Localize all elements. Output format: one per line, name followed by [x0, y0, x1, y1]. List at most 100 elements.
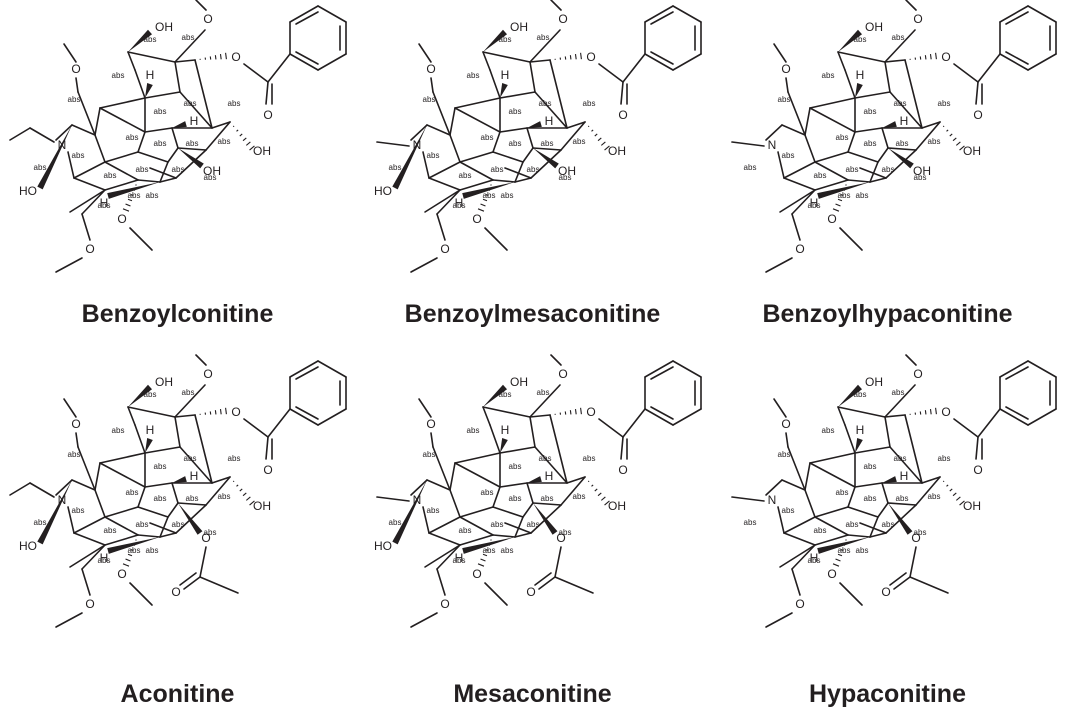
bond [839, 227, 863, 251]
stereo-descriptor: abs [856, 546, 869, 555]
wedge-bond [855, 82, 863, 98]
bond [94, 489, 106, 518]
bond [149, 167, 177, 179]
stereo-descriptor: abs [72, 151, 85, 160]
stereo-descriptor: abs [228, 454, 241, 463]
bond [424, 544, 461, 568]
carbonyl-oxygen-label: O [618, 463, 627, 477]
bond [489, 69, 501, 99]
stereo-descriptor: abs [573, 137, 586, 146]
bond [137, 534, 161, 538]
methoxy-oxygen-label: O [795, 597, 804, 611]
bond [529, 59, 551, 63]
bond [179, 91, 213, 129]
bond [71, 479, 96, 491]
bond [1027, 53, 1057, 71]
stereo-descriptor: abs [856, 191, 869, 200]
bond [869, 161, 879, 183]
carbonyl-oxygen-label: O [618, 108, 627, 122]
wedge-bond [392, 125, 427, 190]
bond [791, 213, 801, 241]
bond [459, 506, 494, 518]
bond [289, 5, 319, 23]
stereo-descriptor: abs [838, 546, 851, 555]
acetate-oxygen-label: O [911, 531, 920, 545]
bond [837, 406, 886, 418]
compound-name: Benzoylconitine [81, 300, 274, 328]
hydroxyl-label: OH [608, 499, 626, 513]
stereo-descriptor: abs [814, 526, 827, 535]
bond [449, 462, 456, 491]
stereo-descriptor: abs [186, 494, 199, 503]
bond [104, 151, 139, 163]
bond [529, 29, 561, 63]
bond [55, 124, 73, 141]
wedge-bond [462, 182, 515, 199]
bond [791, 568, 801, 596]
bond [514, 516, 524, 538]
bond [492, 151, 524, 163]
bond [650, 11, 674, 25]
bond [265, 436, 269, 460]
bond [884, 384, 916, 418]
stereo-descriptor: abs [541, 139, 554, 148]
compound-5: NOHOOOOHOOOOHHHHOOabsabsabsabsabsabsabsa… [355, 354, 710, 710]
bond [482, 406, 491, 426]
stereo-descriptor: abs [182, 33, 195, 42]
bond [859, 167, 887, 179]
hydrogen-label: H [146, 68, 155, 82]
bond [492, 506, 524, 518]
bond [171, 482, 179, 504]
bond [81, 213, 91, 241]
bond [814, 151, 849, 163]
bond [376, 496, 410, 502]
hashed-bond [554, 407, 582, 415]
bond [492, 179, 516, 183]
stereo-descriptor: abs [527, 165, 540, 174]
bond [566, 476, 586, 484]
methoxy-oxygen-label: O [85, 597, 94, 611]
bond [783, 161, 816, 179]
bond [529, 416, 536, 448]
bond [159, 532, 177, 538]
methoxy-oxygen-label: O [203, 367, 212, 381]
stereo-descriptor: abs [136, 520, 149, 529]
bond [295, 366, 319, 380]
stereo-descriptor: abs [481, 488, 494, 497]
stereo-descriptor: abs [914, 173, 927, 182]
stereo-descriptor: abs [882, 165, 895, 174]
structure-drawing: NOHOOOOHOOOOHHHHOHabsabsabsabsabsabsabsa… [9, 0, 347, 273]
bond [905, 0, 917, 11]
bond [317, 5, 347, 23]
methoxy-oxygen-label: O [781, 417, 790, 431]
ester-oxygen-label: O [586, 405, 595, 419]
wedge-bond [178, 148, 204, 169]
methoxy-oxygen-label: O [472, 567, 481, 581]
bond [887, 147, 917, 151]
wedge-bond [888, 503, 913, 535]
bond [484, 227, 508, 251]
acetate-oxygen-label: O [201, 531, 210, 545]
ester-oxygen-label: O [586, 50, 595, 64]
bond [977, 408, 1001, 438]
bond [489, 424, 501, 454]
bond [1027, 408, 1057, 426]
stereo-descriptor: abs [68, 450, 81, 459]
wedge-bond [172, 476, 187, 483]
wedge-bond [483, 29, 508, 52]
bond [127, 406, 176, 418]
bond [449, 489, 461, 518]
bond [847, 506, 879, 518]
hydroxyl-label: OH [155, 375, 173, 389]
wedge-bond [817, 537, 870, 554]
bond [436, 544, 461, 570]
structure-drawing: NOHOOOOHOOOOHHHHOOabsabsabsabsabsabsabsa… [9, 354, 347, 628]
stereo-descriptor: abs [537, 388, 550, 397]
bond [650, 366, 674, 380]
bond [550, 354, 562, 366]
wedge-bond [533, 503, 558, 535]
stereo-descriptor: abs [539, 454, 552, 463]
bond [492, 486, 501, 508]
bond [104, 506, 139, 518]
